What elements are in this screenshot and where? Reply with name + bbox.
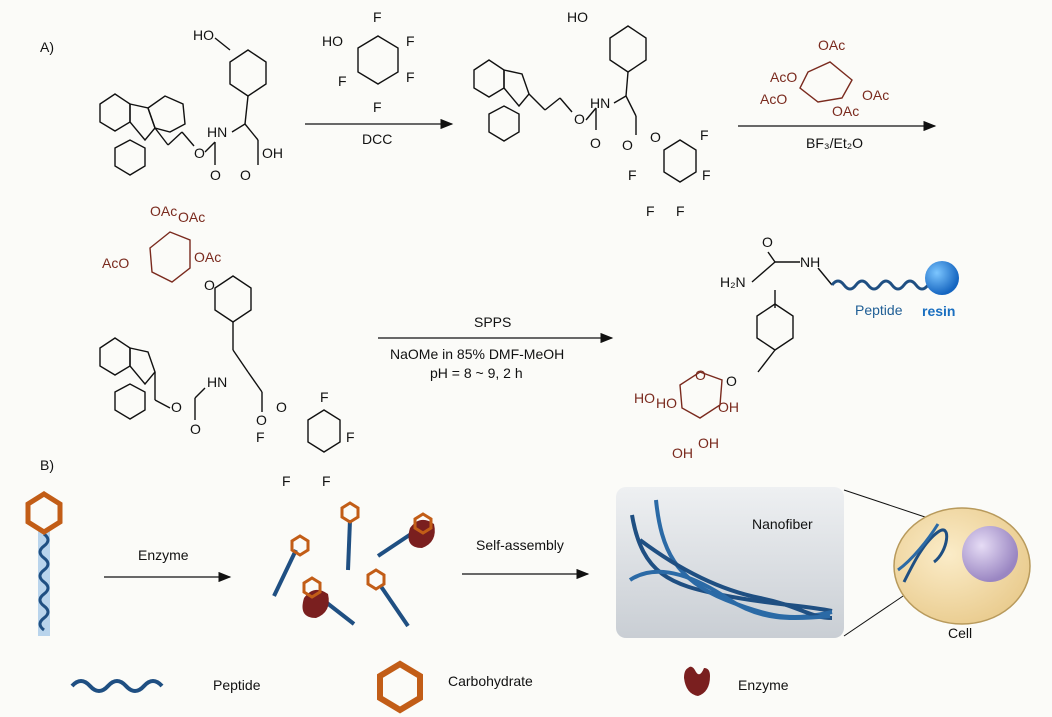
svg-text:OAc: OAc: [832, 103, 859, 119]
svg-text:F: F: [702, 167, 711, 183]
svg-text:O: O: [590, 135, 601, 151]
svg-text:F: F: [373, 9, 382, 25]
legend-enzyme-label: Enzyme: [738, 677, 789, 693]
svg-text:O: O: [695, 367, 706, 383]
panel-b-label: B): [40, 457, 54, 473]
step3-line3: pH = 8 ~ 9, 2 h: [430, 365, 523, 381]
svg-text:OH: OH: [262, 145, 283, 161]
svg-text:F: F: [346, 429, 355, 445]
svg-text:O: O: [762, 234, 773, 250]
peptide-wave-icon: [70, 679, 164, 693]
enzyme-cleavage-mixture: [272, 501, 435, 628]
svg-text:HO: HO: [193, 27, 214, 43]
legend-peptide-label: Peptide: [213, 677, 261, 693]
svg-text:O: O: [194, 145, 205, 161]
svg-text:AcO: AcO: [770, 69, 797, 85]
svg-text:HO: HO: [634, 390, 655, 406]
legend: Peptide Carbohydrate Enzyme: [70, 660, 789, 714]
legend-carbohydrate-label: Carbohydrate: [448, 673, 533, 689]
svg-text:OH: OH: [672, 445, 693, 461]
svg-text:H₂N: H₂N: [720, 274, 746, 290]
panel-a-label: A): [40, 39, 54, 55]
svg-text:O: O: [204, 277, 215, 293]
glycopeptide-resin-structure: O NH H₂N O O HO OH OH OH HO Peptide resi…: [634, 234, 959, 461]
nanofiber-panel: Nanofiber: [616, 487, 844, 638]
resin-bead: [925, 261, 959, 295]
svg-text:F: F: [700, 127, 709, 143]
carbohydrate-hexagon-icon: [377, 660, 423, 714]
glycopeptide-precursor: [25, 491, 63, 636]
svg-text:OAc: OAc: [194, 249, 221, 265]
step3-line2: NaOMe in 85% DMF-MeOH: [390, 346, 564, 362]
svg-text:O: O: [574, 111, 585, 127]
svg-text:F: F: [676, 203, 685, 219]
resin-label: resin: [922, 303, 955, 319]
cell-label: Cell: [948, 625, 972, 641]
svg-text:OAc: OAc: [862, 87, 889, 103]
step2-reagent: BF₃/Et₂O: [806, 135, 863, 151]
zoom-line-top: [843, 489, 935, 521]
cell-illustration: Cell: [893, 507, 1031, 641]
svg-text:O: O: [650, 129, 661, 145]
svg-text:HN: HN: [207, 124, 227, 140]
svg-text:HN: HN: [590, 95, 610, 111]
svg-text:F: F: [322, 473, 331, 489]
zoom-line-bottom: [843, 589, 913, 637]
svg-text:OAc: OAc: [818, 37, 845, 53]
svg-text:AcO: AcO: [760, 91, 787, 107]
fmoc-tyrosine-pfp-ester-structure: O O HN O O HO F F F F F: [473, 9, 711, 219]
svg-text:HO: HO: [567, 9, 588, 25]
svg-text:F: F: [256, 429, 265, 445]
svg-text:F: F: [646, 203, 655, 219]
svg-text:F: F: [282, 473, 291, 489]
svg-text:OAc: OAc: [178, 209, 205, 225]
step1-reagent: DCC: [362, 131, 392, 147]
svg-text:OH: OH: [718, 399, 739, 415]
svg-text:OAc: OAc: [150, 203, 177, 219]
glycosyl-fmoc-tyrosine-structure: OAc OAc OAc AcO O HN O O O O F F F F F: [99, 203, 355, 489]
svg-text:HN: HN: [207, 374, 227, 390]
svg-text:F: F: [338, 73, 347, 89]
svg-text:O: O: [171, 399, 182, 415]
step3-line1: SPPS: [474, 314, 511, 330]
svg-text:F: F: [406, 33, 415, 49]
svg-text:NH: NH: [800, 254, 820, 270]
enzyme-icon: [684, 666, 710, 696]
self-assembly-label: Self-assembly: [476, 537, 564, 553]
svg-text:O: O: [190, 421, 201, 437]
peracetyl-glucose-structure: OAc AcO AcO OAc OAc: [760, 37, 889, 119]
svg-text:AcO: AcO: [102, 255, 129, 271]
enzyme-step-label: Enzyme: [138, 547, 189, 563]
fmoc-tyrosine-structure: O O HN O OH HO: [99, 27, 283, 183]
svg-text:OH: OH: [698, 435, 719, 451]
pentafluorophenol-structure: HO F F F F F: [322, 9, 415, 115]
svg-text:F: F: [406, 69, 415, 85]
svg-text:F: F: [373, 99, 382, 115]
svg-text:HO: HO: [656, 395, 677, 411]
svg-text:O: O: [276, 399, 287, 415]
svg-text:O: O: [622, 137, 633, 153]
svg-text:O: O: [726, 373, 737, 389]
svg-text:O: O: [240, 167, 251, 183]
svg-text:F: F: [320, 389, 329, 405]
svg-text:F: F: [628, 167, 637, 183]
peptide-chain-wave: [830, 279, 930, 291]
svg-text:HO: HO: [322, 33, 343, 49]
svg-text:O: O: [210, 167, 221, 183]
svg-text:O: O: [256, 412, 267, 428]
nanofiber-label: Nanofiber: [752, 516, 813, 532]
peptide-label: Peptide: [855, 302, 903, 318]
